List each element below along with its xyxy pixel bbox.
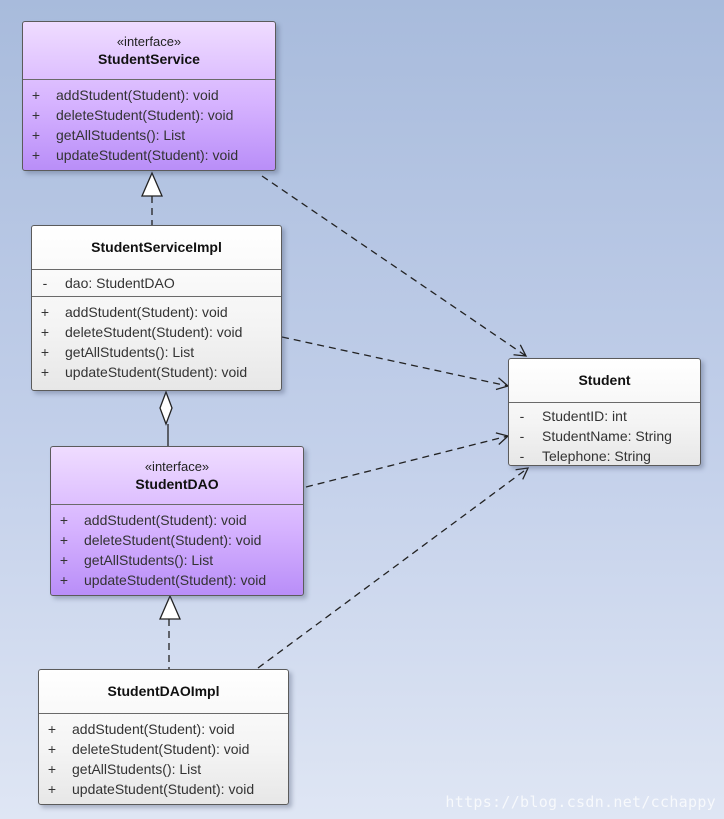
class-header: Student	[509, 359, 700, 403]
visibility-marker: -	[519, 448, 525, 464]
visibility-marker: +	[40, 304, 50, 320]
attribute-text: StudentName: String	[542, 428, 672, 444]
visibility-marker: -	[519, 408, 525, 424]
dependency-dao-to-student	[305, 432, 510, 488]
operations-section: + addStudent(Student): void + deleteStuden…	[32, 296, 281, 387]
visibility-marker: +	[59, 532, 69, 548]
visibility-marker: +	[47, 741, 57, 757]
operation-row[interactable]: + updateStudent(Student): void	[39, 779, 288, 799]
visibility-marker: +	[40, 364, 50, 380]
operation-text: getAllStudents(): List	[72, 761, 202, 777]
visibility-marker: -	[519, 428, 525, 444]
realization-triangle-icon	[141, 171, 163, 197]
class-student-dao-impl[interactable]: StudentDAOImpl + addStudent(Student): voi…	[38, 669, 289, 805]
visibility-marker: +	[47, 721, 57, 737]
class-name: StudentDAOImpl	[107, 683, 220, 699]
attributes-section: - dao: StudentDAO	[32, 270, 281, 296]
operations-section: + addStudent(Student): void + deleteStuden…	[39, 714, 288, 804]
class-name: Student	[578, 372, 631, 388]
operation-text: updateStudent(Student): void	[65, 364, 248, 380]
operation-text: addStudent(Student): void	[72, 721, 235, 737]
class-student-service-impl[interactable]: StudentServiceImpl - dao: StudentDAO + add…	[31, 225, 282, 391]
operation-text: addStudent(Student): void	[84, 512, 247, 528]
operation-row[interactable]: + getAllStudents(): List	[51, 550, 303, 570]
attribute-row[interactable]: - StudentName: String	[509, 426, 700, 446]
operation-row[interactable]: + deleteStudent(Student): void	[23, 105, 275, 125]
class-student-dao[interactable]: «interface» StudentDAO + addStudent(Stude…	[50, 446, 304, 596]
operation-row[interactable]: + deleteStudent(Student): void	[51, 530, 303, 550]
operation-text: updateStudent(Student): void	[72, 781, 255, 797]
class-student[interactable]: Student - StudentID: int - StudentName: St…	[508, 358, 701, 466]
dependency-service-to-student	[261, 175, 528, 357]
class-header: «interface» StudentService	[23, 22, 275, 80]
attribute-row[interactable]: - Telephone: String	[509, 446, 700, 466]
operation-row[interactable]: + getAllStudents(): List	[23, 125, 275, 145]
dependency-serviceimpl-to-student	[281, 336, 510, 391]
operation-text: deleteStudent(Student): void	[56, 107, 234, 123]
visibility-marker: +	[59, 552, 69, 568]
visibility-marker: +	[31, 147, 41, 163]
operation-text: getAllStudents(): List	[84, 552, 214, 568]
operation-text: addStudent(Student): void	[56, 87, 219, 103]
visibility-marker: +	[59, 572, 69, 588]
visibility-marker: +	[47, 761, 57, 777]
class-student-service[interactable]: «interface» StudentService + addStudent(S…	[22, 21, 276, 171]
operation-row[interactable]: + getAllStudents(): List	[39, 759, 288, 779]
operation-text: deleteStudent(Student): void	[65, 324, 243, 340]
attribute-text: Telephone: String	[542, 448, 651, 464]
operation-text: deleteStudent(Student): void	[72, 741, 250, 757]
attributes-section: - StudentID: int - StudentName: String - Te…	[509, 403, 700, 469]
operation-row[interactable]: + deleteStudent(Student): void	[39, 739, 288, 759]
attribute-row[interactable]: - dao: StudentDAO	[32, 273, 281, 293]
operations-section: + addStudent(Student): void + deleteStuden…	[23, 80, 275, 170]
operation-row[interactable]: + addStudent(Student): void	[51, 510, 303, 530]
operation-row[interactable]: + addStudent(Student): void	[23, 85, 275, 105]
visibility-marker: +	[40, 344, 50, 360]
visibility-marker: +	[31, 87, 41, 103]
operation-row[interactable]: + getAllStudents(): List	[32, 342, 281, 362]
class-header: StudentServiceImpl	[32, 226, 281, 270]
class-name: StudentDAO	[135, 475, 219, 492]
operation-text: getAllStudents(): List	[56, 127, 186, 143]
class-name: StudentService	[98, 50, 200, 67]
visibility-marker: +	[59, 512, 69, 528]
operation-text: deleteStudent(Student): void	[84, 532, 262, 548]
operation-row[interactable]: + updateStudent(Student): void	[51, 570, 303, 590]
class-header: «interface» StudentDAO	[51, 447, 303, 505]
class-name: StudentServiceImpl	[91, 239, 222, 255]
stereotype-label: «interface»	[144, 458, 210, 474]
watermark-text: https://blog.csdn.net/cchappy	[445, 793, 716, 811]
operation-text: updateStudent(Student): void	[56, 147, 239, 163]
visibility-marker: +	[40, 324, 50, 340]
visibility-marker: +	[47, 781, 57, 797]
visibility-marker: -	[42, 275, 48, 291]
operations-section: + addStudent(Student): void + deleteStuden…	[51, 505, 303, 595]
attribute-text: StudentID: int	[542, 408, 627, 424]
aggregation-diamond-icon	[159, 390, 173, 426]
operation-row[interactable]: + updateStudent(Student): void	[32, 362, 281, 382]
operation-text: updateStudent(Student): void	[84, 572, 267, 588]
operation-row[interactable]: + addStudent(Student): void	[32, 302, 281, 322]
operation-row[interactable]: + deleteStudent(Student): void	[32, 322, 281, 342]
operation-text: getAllStudents(): List	[65, 344, 195, 360]
attribute-text: dao: StudentDAO	[65, 275, 175, 291]
visibility-marker: +	[31, 107, 41, 123]
class-header: StudentDAOImpl	[39, 670, 288, 714]
realization-triangle-icon	[159, 594, 181, 620]
visibility-marker: +	[31, 127, 41, 143]
operation-row[interactable]: + addStudent(Student): void	[39, 719, 288, 739]
stereotype-label: «interface»	[116, 33, 182, 49]
operation-row[interactable]: + updateStudent(Student): void	[23, 145, 275, 165]
dependency-daoimpl-to-student	[257, 467, 530, 669]
attribute-row[interactable]: - StudentID: int	[509, 406, 700, 426]
operation-text: addStudent(Student): void	[65, 304, 228, 320]
